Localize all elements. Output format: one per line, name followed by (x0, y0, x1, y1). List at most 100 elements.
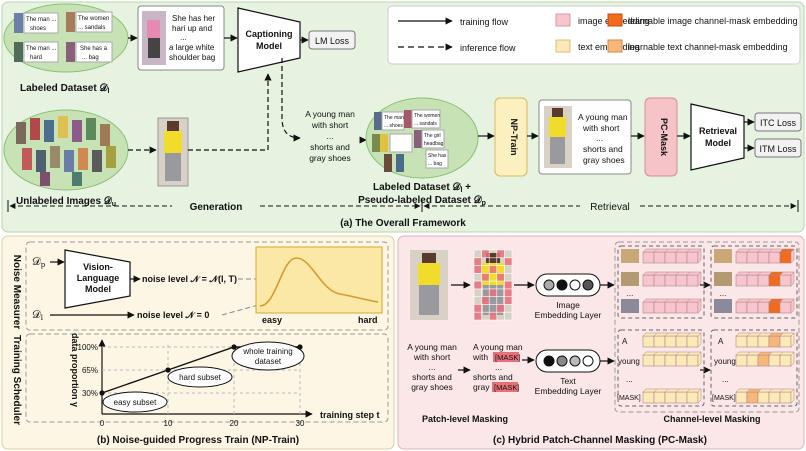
embedding-channel (686, 335, 699, 348)
svg-text:Captioning: Captioning (246, 29, 293, 39)
svg-text:Retrieval: Retrieval (699, 126, 737, 136)
token-young: young (618, 357, 640, 366)
masked-patch (489, 288, 497, 297)
training-scheduler-label: Training Scheduler (11, 335, 22, 425)
captioning-model: Captioning Model (237, 7, 301, 73)
easy-subset-label: easy subset (114, 398, 157, 407)
whole-dataset-label-1: whole training (242, 347, 292, 356)
svg-text:A young man: A young man (407, 342, 457, 352)
ytick-65: 65% (82, 366, 98, 375)
embedding-channel (735, 251, 748, 264)
svg-text:gray shoes: gray shoes (411, 382, 453, 392)
embedding-channel (675, 251, 688, 264)
embedding-channel (735, 335, 748, 348)
svg-text:... shoes: ... shoes (384, 123, 403, 129)
svg-text:shoulder bag: shoulder bag (169, 53, 215, 62)
embedding-channel (735, 274, 748, 287)
embedding-channel (779, 391, 792, 404)
embedding-channel (686, 354, 699, 367)
masked-patch (504, 257, 512, 266)
embedding-channel (757, 301, 770, 314)
masked-patch (504, 296, 512, 305)
legend: training flow inference flow image embed… (387, 5, 801, 65)
token-a: A (622, 337, 628, 346)
itm-loss-box (754, 138, 802, 158)
svg-text:The girl: The girl (424, 133, 441, 139)
embedding-channel (653, 301, 666, 314)
svg-text:[MASK]: [MASK] (712, 395, 736, 402)
svg-text:gray shoes: gray shoes (309, 153, 351, 163)
embedding-channel (642, 391, 655, 404)
noise-measurer-label: Noise Measurer (11, 255, 22, 330)
embedding-channel (735, 391, 748, 404)
text-tokens: A young ... [MASK] A young ... [MASK] (617, 337, 736, 402)
svg-text:A young man: A young man (473, 342, 523, 352)
xtick-20: 20 (230, 419, 239, 428)
original-image-patches (410, 250, 448, 320)
embedding-channel (653, 274, 666, 287)
noise-measurer-box (25, 241, 389, 331)
embedding-channel (664, 301, 677, 314)
generated-caption: A young man with short ... shorts and gr… (305, 109, 355, 163)
itc-loss-box (754, 112, 802, 132)
dp-label: 𝒟p (32, 255, 46, 269)
embedding-channel (779, 354, 792, 367)
chart-xlabel: training step t (320, 410, 380, 420)
hard-subset-label: hard subset (179, 373, 222, 382)
svg-text:...: ... (180, 33, 187, 42)
masked-patch (489, 265, 497, 274)
embedding-channel (757, 251, 770, 264)
embedding-channel (768, 274, 781, 287)
noise-level-l: noise level 𝒩 = 0 (137, 310, 209, 320)
chart-ylabel: data proportion γ (70, 333, 80, 407)
svg-text:...: ... (428, 362, 435, 372)
retrieval-card: A young man with short ... shorts and gr… (538, 99, 632, 175)
retrieval-label: Retrieval (590, 202, 629, 213)
legend-inference-flow: inference flow (460, 43, 516, 53)
svg-text:...: ... (627, 289, 634, 298)
svg-text:... sandals: ... sandals (414, 121, 437, 127)
svg-text:hard: hard (30, 55, 42, 61)
svg-text:She has: She has (428, 153, 447, 159)
svg-text:shoes: shoes (30, 26, 46, 32)
pc-mask-box (644, 97, 678, 177)
embedding-channel (664, 274, 677, 287)
masked-patch (496, 273, 505, 282)
embedding-channel (757, 335, 770, 348)
svg-text:...: ... (720, 289, 727, 298)
embedding-channel (653, 391, 666, 404)
lm-loss: LM Loss (315, 36, 350, 46)
itm-loss: ITM Loss (759, 144, 797, 154)
masked-caption: A young man with [MASK] ... shorts and g… (472, 342, 523, 392)
itc-loss: ITC Loss (760, 118, 797, 128)
embedding-channel (746, 274, 759, 287)
unlabeled-image-thumbnails (16, 116, 116, 186)
masked-patch (474, 257, 482, 266)
masked-patch (496, 250, 505, 258)
masked-patch (504, 281, 512, 289)
svg-text:A young man: A young man (305, 109, 355, 119)
whole-dataset-label-2: dataset (255, 357, 282, 366)
training-scheduler-box (25, 333, 389, 423)
svg-text:...: ... (626, 375, 633, 384)
query-person-image (157, 117, 189, 187)
xtick-0: 0 (100, 419, 105, 428)
masked-patch (474, 265, 482, 274)
xtick-30: 30 (296, 419, 305, 428)
embedding-channel (664, 354, 677, 367)
noise-distribution-plot: easy hard (255, 246, 383, 325)
embedding-channel (746, 354, 759, 367)
labeled-samples: The man ... shoes The women ... sandals … (14, 11, 113, 63)
svg-text:...: ... (596, 133, 603, 143)
np-train-box (494, 97, 528, 177)
embedding-channel (768, 354, 781, 367)
svg-text:She has a: She has a (80, 46, 108, 52)
svg-text:...: ... (722, 375, 729, 384)
embedding-channel (675, 391, 688, 404)
embedding-channel (768, 391, 781, 404)
image-token-thumbs: ... ... (621, 249, 732, 313)
embedding-channel (675, 354, 688, 367)
embedding-channel (779, 301, 792, 314)
channel-embeddings (642, 248, 795, 404)
